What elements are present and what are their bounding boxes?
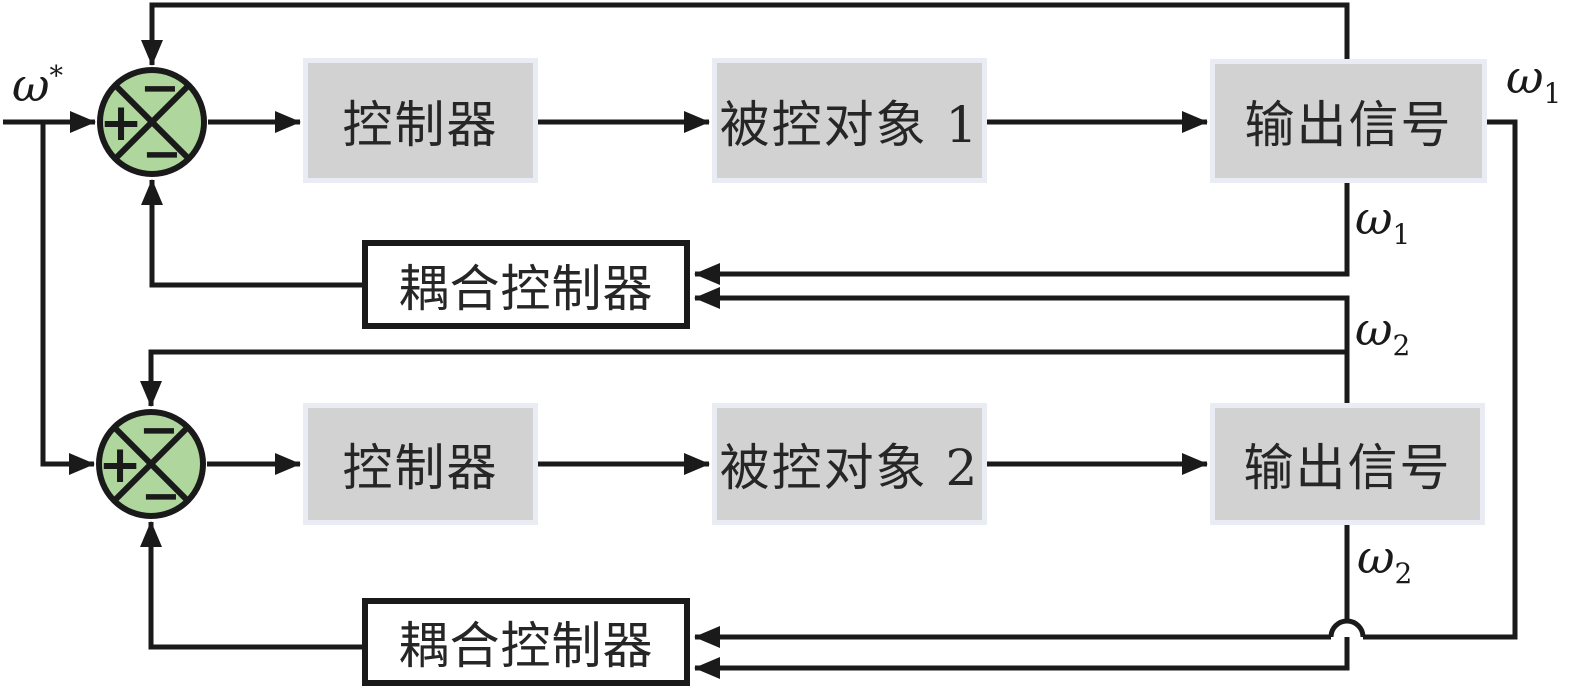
omega-glyph: ω xyxy=(1355,302,1393,356)
omega-glyph: ω xyxy=(1355,191,1393,245)
sum2-plus-sign: + xyxy=(98,435,142,495)
omega-glyph: ω xyxy=(1357,530,1395,584)
sum-junction-2: + − − xyxy=(96,402,206,524)
omega-glyph: ω xyxy=(1506,50,1544,104)
omega1-subscript: 1 xyxy=(1543,77,1562,110)
sum-junction-1-diagonal xyxy=(112,82,192,162)
coupling-controller1-block: 耦合控制器 xyxy=(362,240,690,329)
label-omega1-feedback: ω1 xyxy=(1355,195,1410,249)
wire-omega2-to-coupling1 xyxy=(694,287,1350,403)
controller1-block: 控制器 xyxy=(303,58,538,183)
label-omega1-output: ω1 xyxy=(1506,54,1561,108)
sum1-minus-top-sign: − xyxy=(140,60,180,116)
wire-coupling1-to-sum1 xyxy=(141,179,362,288)
wire-coupling2-to-sum2 xyxy=(140,521,362,650)
controller2-block: 控制器 xyxy=(303,403,538,525)
label-omega2-cross: ω2 xyxy=(1355,306,1410,360)
wire-reference-branch xyxy=(40,122,95,475)
label-omega2-output: ω2 xyxy=(1357,534,1412,588)
reference-superscript: * xyxy=(49,61,64,92)
wire-omega1-to-coupling1 xyxy=(694,183,1350,285)
wire-omega1-top-feedback xyxy=(141,2,1350,66)
wire-crossover-hop xyxy=(1328,618,1366,638)
sum-junction-1: + − − xyxy=(97,60,207,182)
omega1-subscript: 1 xyxy=(1392,218,1411,251)
wire-omega2-to-sum2-top xyxy=(140,349,1347,407)
label-reference-speed: ω* xyxy=(12,62,63,108)
plant2-block: 被控对象 2 xyxy=(712,403,987,525)
omega2-subscript: 2 xyxy=(1392,329,1411,362)
output2-block: 输出信号 xyxy=(1210,403,1485,525)
wire-omega1-right-drop xyxy=(1363,119,1518,640)
sum1-minus-bottom-sign: − xyxy=(142,126,182,182)
wire-omega2-to-coupling2 xyxy=(694,525,1350,679)
sum2-minus-bottom-sign: − xyxy=(141,468,181,524)
plant1-block: 被控对象 1 xyxy=(712,58,987,183)
sum1-plus-sign: + xyxy=(99,93,143,153)
sum-junction-2-diagonal xyxy=(111,424,191,504)
omega2-subscript: 2 xyxy=(1394,557,1413,590)
sum2-minus-top-sign: − xyxy=(139,402,179,458)
coupling-controller2-block: 耦合控制器 xyxy=(362,598,690,686)
output1-block: 输出信号 xyxy=(1210,59,1487,183)
omega-glyph: ω xyxy=(12,58,50,112)
